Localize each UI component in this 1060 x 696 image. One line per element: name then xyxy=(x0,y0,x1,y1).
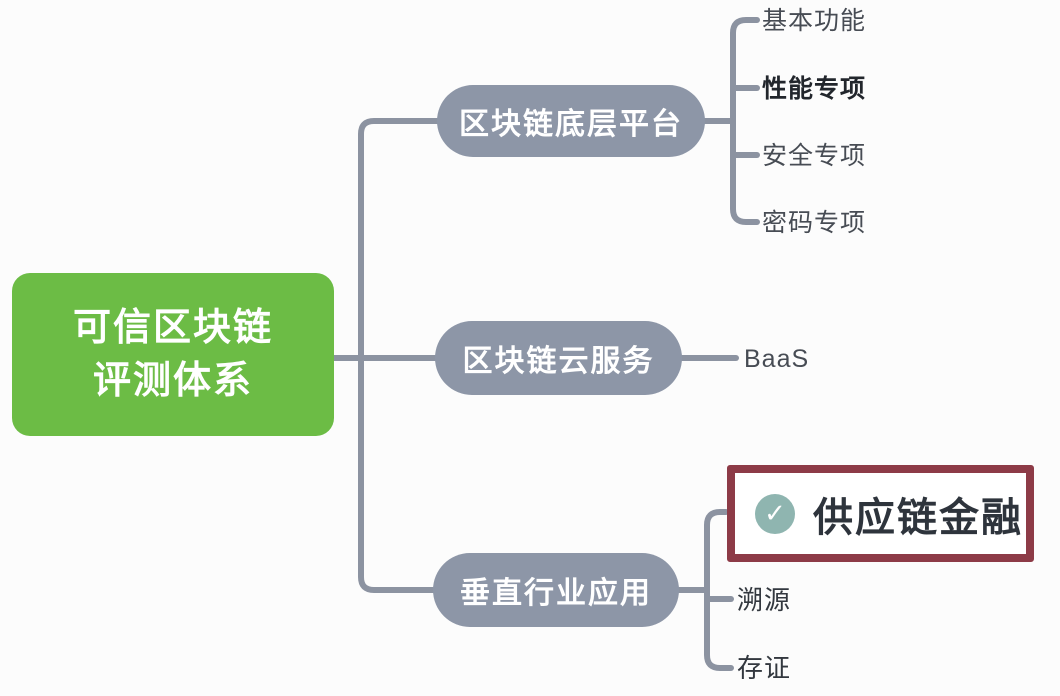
leaf-traceability: 溯源 xyxy=(737,585,792,615)
branch-label: 垂直行业应用 xyxy=(460,577,652,610)
root-label-line2: 评测体系 xyxy=(92,359,253,402)
highlighted-node-supply-chain-finance: ✓ 供应链金融 xyxy=(727,465,1034,562)
leaf-security-special: 安全专项 xyxy=(762,142,867,170)
root-label-line1: 可信区块链 xyxy=(72,307,273,350)
leaf-basic-function: 基本功能 xyxy=(762,7,867,35)
leaf-performance-special: 性能专项 xyxy=(762,75,867,103)
leaf-evidence-deposit: 存证 xyxy=(737,653,792,683)
branch-label: 区块链云服务 xyxy=(462,345,655,378)
branch-node-underlying-platform: 区块链底层平台 xyxy=(437,85,705,157)
branch-label: 区块链底层平台 xyxy=(459,108,683,141)
check-icon: ✓ xyxy=(764,498,786,528)
leaf-baas: BaaS xyxy=(744,345,810,373)
root-node-trusted-blockchain: 可信区块链 评测体系 xyxy=(12,273,334,436)
connector-trunk-top xyxy=(358,118,444,361)
branch-node-vertical-industry: 垂直行业应用 xyxy=(433,553,679,627)
connector-vertical-bracket xyxy=(704,509,734,671)
connector-trunk-bottom xyxy=(358,355,440,593)
check-circle-icon: ✓ xyxy=(755,493,795,534)
highlight-label: 供应链金融 xyxy=(813,495,1023,540)
leaf-crypto-special: 密码专项 xyxy=(762,209,867,237)
connector-platform-bracket xyxy=(730,17,760,225)
branch-node-cloud-service: 区块链云服务 xyxy=(435,321,682,395)
